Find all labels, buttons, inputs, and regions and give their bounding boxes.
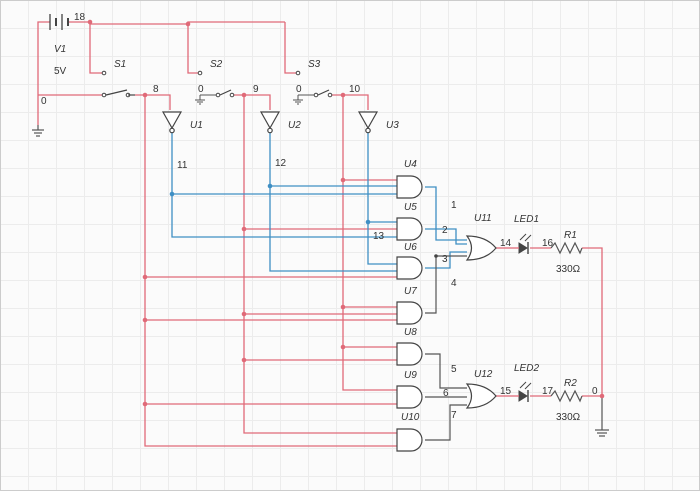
node-label-1: 1 [451, 200, 457, 211]
and-gate-u5 [396, 217, 423, 241]
battery-name: V1 [54, 44, 66, 55]
led1 [512, 233, 532, 254]
battery-v1 [49, 14, 69, 30]
led1-label: LED1 [514, 214, 539, 225]
blue-wires [171, 132, 467, 272]
and-gate-u4 [396, 175, 423, 199]
and-gate-u8 [396, 342, 423, 366]
node-label-0-s2: 0 [198, 84, 204, 95]
led2 [512, 381, 532, 402]
and-gate-u6 [396, 256, 423, 280]
or-gate-u11-label: U11 [474, 213, 492, 224]
inverter-u3-label: U3 [386, 120, 399, 131]
ground-symbol-left [32, 125, 44, 137]
switch-s1-label: S1 [114, 59, 126, 70]
and-gate-u9-label: U9 [404, 370, 417, 381]
node-label-3: 3 [442, 254, 448, 265]
resistor-r2 [550, 389, 583, 403]
switch-s3[interactable] [295, 70, 333, 98]
switch-s3-label: S3 [308, 59, 321, 70]
node-label-11: 11 [177, 160, 188, 171]
resistor-r2-name: R2 [564, 378, 577, 389]
ground-symbol-s2 [195, 94, 218, 105]
or-gate-u11 [465, 235, 497, 261]
inverter-u1-label: U1 [190, 120, 203, 131]
resistor-r1-value: 330Ω [556, 264, 581, 275]
node-label-15: 15 [500, 386, 512, 397]
inverter-u2 [259, 111, 281, 134]
and-gate-u9 [396, 385, 423, 409]
node-label-10: 10 [349, 84, 361, 95]
junction-dots [87, 19, 605, 407]
red-wires [37, 21, 603, 447]
inverter-u3 [357, 111, 379, 134]
switch-s1[interactable] [101, 70, 135, 98]
inverter-u1 [161, 111, 183, 134]
node-label-8: 8 [153, 84, 159, 95]
node-label-16: 16 [542, 238, 554, 249]
resistor-r1-name: R1 [564, 230, 577, 241]
and-gate-u4-label: U4 [404, 159, 417, 170]
switch-s2-label: S2 [210, 59, 223, 70]
node-label-6: 6 [443, 388, 449, 399]
ground-symbol-s3 [293, 94, 316, 105]
node-label-7: 7 [451, 410, 457, 421]
node-labels: 18 0 8 0 9 0 10 11 12 13 1 2 3 4 5 6 7 1… [41, 12, 598, 421]
node-label-2: 2 [442, 225, 448, 236]
grey-wires [425, 255, 603, 441]
or-gate-u12-label: U12 [474, 369, 493, 380]
resistor-r1 [550, 241, 583, 255]
and-gate-u5-label: U5 [404, 202, 417, 213]
and-gate-u10-label: U10 [401, 412, 420, 423]
and-gate-u6-label: U6 [404, 242, 417, 253]
and-gate-u7 [396, 301, 423, 325]
node-label-14: 14 [500, 238, 512, 249]
node-label-0-s3: 0 [296, 84, 302, 95]
and-gate-u10 [396, 428, 423, 452]
and-gate-u7-label: U7 [404, 286, 417, 297]
node-label-9: 9 [253, 84, 259, 95]
led2-label: LED2 [514, 363, 539, 374]
node-label-13: 13 [373, 231, 385, 242]
resistor-r2-value: 330Ω [556, 412, 581, 423]
node-label-4: 4 [451, 278, 457, 289]
node-label-0-left: 0 [41, 96, 47, 107]
switch-s2[interactable] [197, 70, 235, 98]
node-label-18: 18 [74, 12, 86, 23]
node-label-17: 17 [542, 386, 554, 397]
battery-value: 5V [54, 66, 67, 77]
ground-symbol-right [595, 429, 609, 437]
node-label-5: 5 [451, 364, 457, 375]
or-gate-u12 [465, 383, 497, 409]
and-gate-u8-label: U8 [404, 327, 417, 338]
node-label-12: 12 [275, 158, 287, 169]
node-label-0-right: 0 [592, 386, 598, 397]
inverter-u2-label: U2 [288, 120, 301, 131]
